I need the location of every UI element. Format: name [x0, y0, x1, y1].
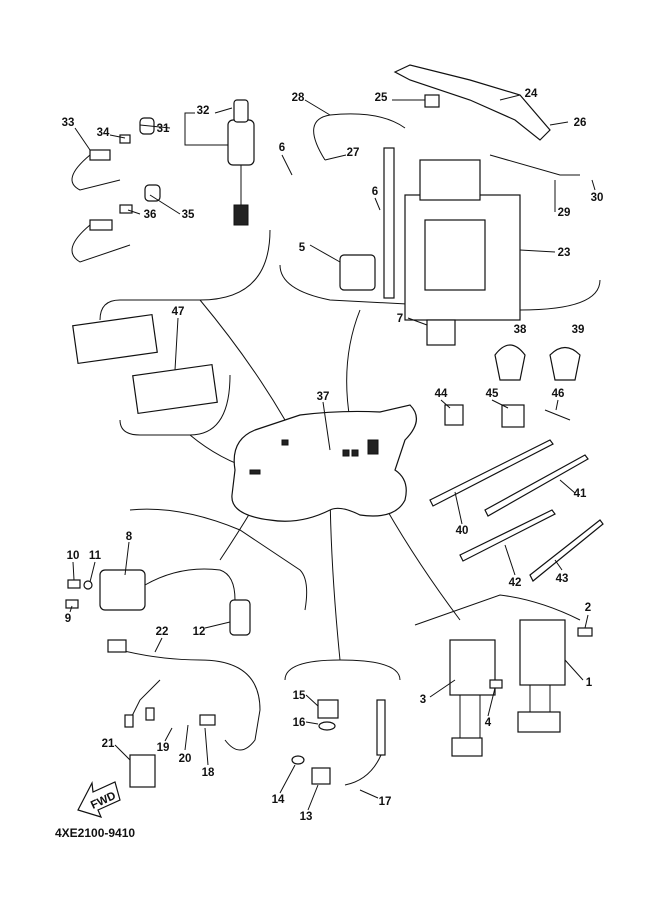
starter-relay: [339, 254, 376, 291]
callout-21: 21: [102, 738, 115, 750]
callout-2: 2: [585, 602, 591, 614]
callout-7: 7: [397, 313, 403, 325]
clamp-44: [444, 404, 464, 426]
gasket-16: [318, 721, 336, 731]
switch-13: [311, 767, 331, 785]
bolt-2: [577, 627, 593, 637]
group-bracket-sensors: [284, 659, 401, 681]
callout-32: 32: [197, 105, 210, 117]
callout-29: 29: [558, 207, 571, 219]
cable-tie-40: [429, 439, 554, 507]
group-bracket-regulator: [414, 594, 581, 626]
callout-9: 9: [65, 613, 71, 625]
callout-42: 42: [509, 577, 522, 589]
callout-4: 4: [485, 717, 492, 729]
callout-11: 11: [89, 550, 102, 562]
callout-18: 18: [202, 767, 215, 779]
callout-34: 34: [97, 127, 110, 139]
callout-28: 28: [292, 92, 305, 104]
callout-3: 3: [420, 694, 426, 706]
callout-10: 10: [67, 550, 80, 562]
handlebar-switch-a: [71, 117, 155, 191]
clamp-45: [501, 404, 525, 428]
callout-1: 1: [586, 677, 593, 689]
callout-39: 39: [572, 324, 585, 336]
callout-47: 47: [172, 306, 185, 318]
callout-30: 30: [591, 192, 604, 204]
callout-12: 12: [193, 626, 206, 638]
callout-35: 35: [182, 209, 195, 221]
lead-17: [376, 699, 386, 756]
callout-27: 27: [347, 147, 360, 159]
boot-21: [129, 754, 156, 788]
connector: [107, 639, 127, 653]
callout-6: 6: [372, 186, 378, 198]
washer-14: [291, 755, 305, 765]
filter-b: [132, 363, 218, 415]
callout-45: 45: [486, 388, 499, 400]
group-bracket-switches: [99, 229, 271, 321]
main-switch: [227, 99, 255, 226]
callout-37: 37: [317, 391, 330, 403]
battery-bracket: [393, 64, 551, 141]
callout-43: 43: [556, 573, 569, 585]
callout-38: 38: [514, 324, 527, 336]
callout-46: 46: [552, 388, 565, 400]
handlebar-switch-b: [71, 184, 161, 263]
ignition-coil: [65, 568, 251, 636]
callout-5: 5: [299, 242, 306, 254]
vehicle-outline: [231, 404, 417, 522]
clamp-38: [494, 344, 526, 381]
bolt-4: [489, 679, 503, 689]
group-bracket-ignition: [129, 508, 308, 611]
callout-33: 33: [62, 117, 75, 129]
callout-22: 22: [156, 626, 169, 638]
filter-a: [72, 313, 158, 365]
callout-6: 6: [279, 142, 285, 154]
callout-44: 44: [435, 388, 448, 400]
callout-14: 14: [272, 794, 285, 806]
callout-41: 41: [574, 488, 587, 500]
callout-24: 24: [525, 88, 538, 100]
breather-hose: [383, 147, 395, 299]
callout-19: 19: [157, 742, 170, 754]
cable-tie-42: [459, 509, 556, 562]
callout-13: 13: [300, 811, 313, 823]
sensor-18: [199, 714, 216, 726]
clamp-39: [549, 346, 581, 381]
callout-31: 31: [157, 123, 170, 135]
battery-cap: [424, 94, 440, 108]
callout-25: 25: [375, 92, 388, 104]
battery: [404, 159, 521, 321]
cdi-unit: [519, 619, 566, 686]
clip-46: [544, 409, 571, 421]
forward-arrow-icon: FWD: [77, 780, 121, 818]
callout-15: 15: [293, 690, 306, 702]
callout-17: 17: [379, 796, 392, 808]
callout-40: 40: [456, 525, 469, 537]
diagram-code: 4XE2100-9410: [55, 826, 135, 840]
callout-23: 23: [558, 247, 571, 259]
relay-7: [426, 319, 456, 346]
cable-tie-41: [484, 454, 589, 517]
callout-16: 16: [293, 717, 306, 729]
callout-26: 26: [574, 117, 587, 129]
callout-8: 8: [126, 531, 133, 543]
callout-36: 36: [144, 209, 157, 221]
rectifier-regulator: [449, 639, 496, 696]
cable-tie-43: [529, 519, 604, 582]
callout-20: 20: [179, 753, 192, 765]
switch-15: [317, 699, 339, 719]
sub-harness: [119, 649, 261, 751]
